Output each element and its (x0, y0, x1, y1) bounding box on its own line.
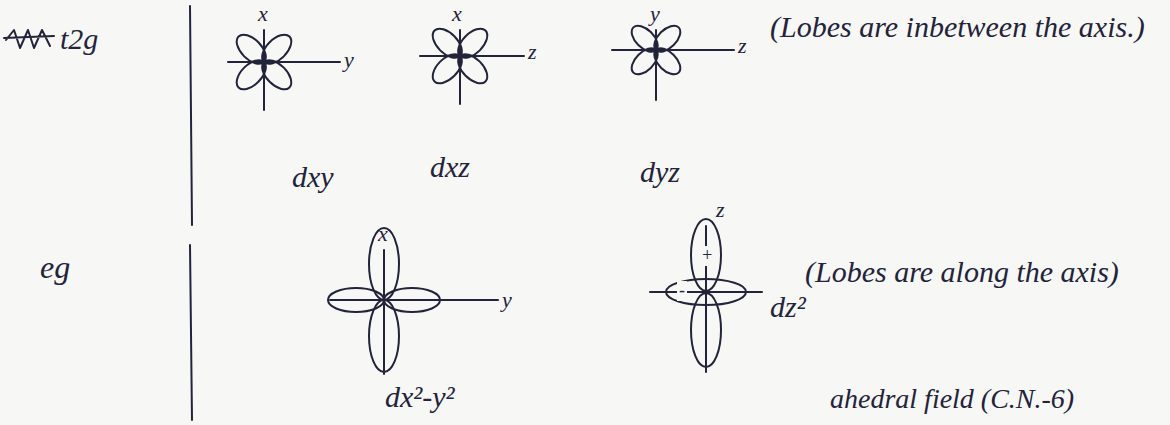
dz2-orbital (650, 219, 762, 372)
axis-label: y (650, 2, 660, 26)
orbital-name: dxz (430, 150, 470, 183)
note: ahedral field (C.N.-6) (830, 384, 1074, 415)
section-bracket (190, 245, 192, 420)
orbital-name: dz² (770, 290, 806, 323)
orbital-name: dyz (640, 155, 680, 188)
axis-label: x (452, 2, 462, 26)
sign-label: - (677, 281, 687, 301)
axis-label: y (344, 48, 354, 72)
dxy-orbital (228, 29, 340, 110)
dyz-orbital (612, 21, 734, 100)
axis-label: z (528, 40, 537, 64)
axis-label: x (378, 222, 388, 246)
section-heading: eg (40, 250, 70, 285)
section-heading: t2g (60, 22, 98, 55)
orbital-name: dxy (292, 160, 334, 193)
note: (Lobes are inbetween the axis.) (770, 10, 1160, 43)
dxz-orbital (420, 23, 524, 104)
axis-label: z (738, 34, 747, 58)
dx2y2-orbital (328, 228, 498, 374)
sign-label: + (699, 246, 715, 266)
axis-label: z (716, 198, 725, 222)
orbital-name: dx²-y² (385, 380, 455, 413)
note: (Lobes are along the axis) (805, 255, 1135, 288)
axis-label: x (258, 2, 268, 26)
scribble (4, 30, 54, 48)
axis-label: y (502, 288, 512, 312)
section-bracket (190, 6, 192, 225)
